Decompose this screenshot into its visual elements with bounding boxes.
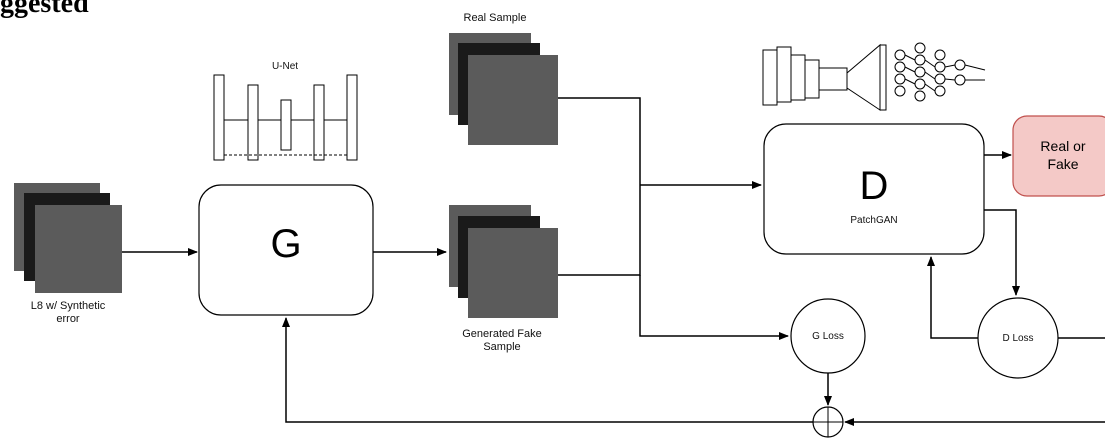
unet-label: U-Net xyxy=(271,61,299,72)
discriminator-box xyxy=(763,123,985,255)
discriminator-subtitle: PatchGAN xyxy=(850,215,898,226)
real-sample-stack xyxy=(449,33,558,145)
patchgan-network-icon xyxy=(762,42,986,111)
d-loss-label: D Loss xyxy=(1002,333,1034,344)
input-label: L8 w/ Synthetic error xyxy=(30,300,106,325)
input-image-stack xyxy=(14,183,122,293)
connectors xyxy=(122,97,1105,426)
discriminator-letter: D xyxy=(859,164,889,208)
sum-node xyxy=(812,406,844,438)
real-sample-label: Real Sample xyxy=(463,12,527,24)
generator-box xyxy=(198,184,374,316)
generator-letter: G xyxy=(270,222,302,266)
page-title-fragment: ggested xyxy=(0,0,89,19)
fake-sample-stack xyxy=(449,205,558,318)
g-loss-label: G Loss xyxy=(812,331,844,342)
real-or-fake-label: Real or Fake xyxy=(1040,138,1086,172)
unet-icon xyxy=(213,74,358,161)
real-or-fake-box xyxy=(1012,115,1105,197)
fake-sample-label: Generated Fake Sample xyxy=(462,328,542,353)
